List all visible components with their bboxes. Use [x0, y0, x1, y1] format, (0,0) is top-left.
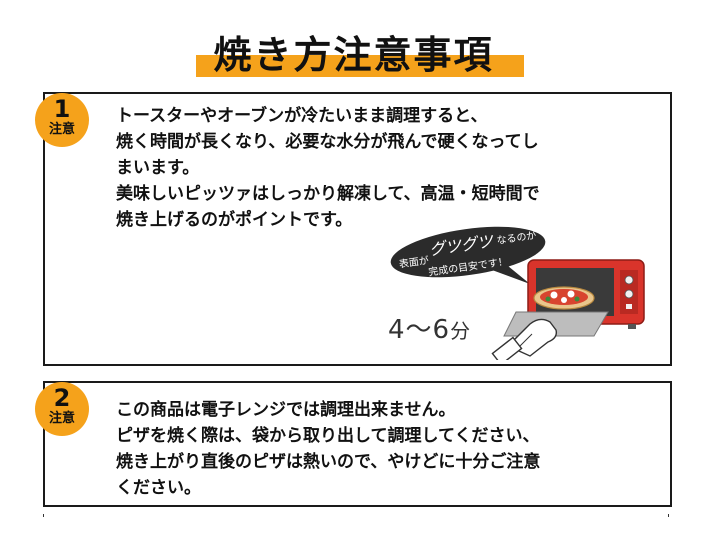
badge-number: 1: [53, 95, 71, 123]
badge-label: 注意: [48, 411, 75, 426]
notice-line: 焼く時間が長くなり、必要な水分が飛んで硬くなってし: [116, 132, 539, 152]
notice-line: 焼き上がり直後のピザは熱いので、やけどに十分ご注意: [116, 452, 541, 472]
corner-tick: [43, 514, 44, 517]
title-area: 焼き方注意事項: [0, 22, 707, 82]
notice-line: ピザを焼く際は、袋から取り出して調理してください、: [116, 426, 540, 446]
time-value: 4〜6: [388, 315, 451, 345]
notice-line: トースターやオーブンが冷たいまま調理すると、: [116, 106, 488, 126]
notice-box-2: [43, 381, 672, 507]
page-title: 焼き方注意事項: [213, 32, 494, 77]
notice-text-1: トースターやオーブンが冷たいまま調理すると、 焼く時間が長くなり、必要な水分が飛…: [116, 103, 540, 233]
speech-bubble: 表面が グツグツ なるのが 完成の目安です！: [390, 226, 546, 284]
pizza-icon: [533, 286, 595, 310]
notice-line: 美味しいピッツァはしっかり解凍して、高温・短時間で: [116, 184, 540, 204]
notice-badge-2: 2 注意: [35, 382, 89, 436]
notice-text-2: この商品は電子レンジでは調理出来ません。 ピザを焼く際は、袋から取り出して調理し…: [116, 397, 540, 501]
svg-text:表面が: 表面が: [398, 254, 430, 271]
oven-illustration: 表面が グツグツ なるのが 完成の目安です！: [390, 226, 645, 360]
bubble-prefix: 表面が: [398, 254, 430, 271]
notice-badge-1: 1 注意: [35, 93, 89, 147]
cooking-time: 4〜6分: [388, 309, 471, 346]
badge-number: 2: [53, 384, 71, 412]
badge-label: 注意: [48, 122, 75, 137]
title-underline-bar: [196, 55, 524, 77]
time-unit: 分: [450, 319, 472, 343]
notice-line: ください。: [116, 478, 201, 498]
corner-tick: [668, 514, 669, 517]
notice-line: まいます。: [116, 158, 200, 178]
notice-line: この商品は電子レンジでは調理出来ません。: [116, 400, 456, 420]
oven-mitt-icon: [491, 318, 558, 360]
notice-line: 焼き上げるのがポイントです。: [116, 210, 353, 230]
